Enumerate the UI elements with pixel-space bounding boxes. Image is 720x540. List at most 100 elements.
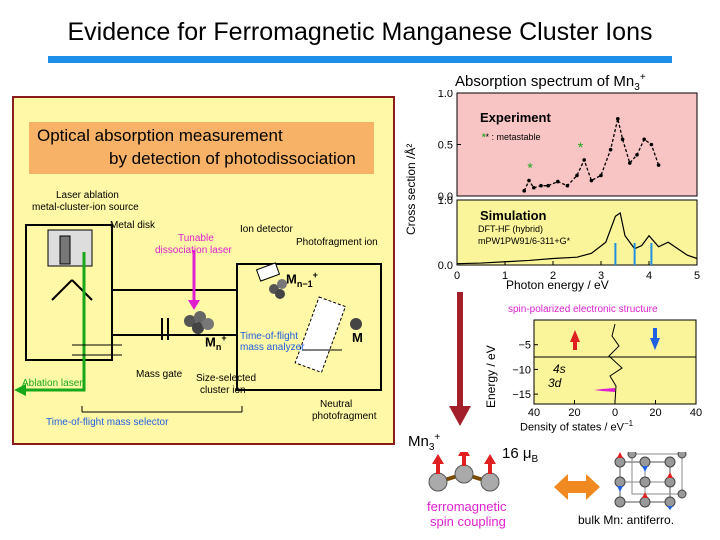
mn3-cluster-icon: [428, 452, 500, 492]
experiment-point: [565, 183, 570, 188]
experiment-point: [539, 183, 543, 188]
experiment-point: [522, 189, 526, 193]
label-tof-analyzer-2: mass analyzer: [240, 342, 305, 353]
3d-peak: [594, 388, 615, 392]
source-chamber: [25, 224, 113, 361]
spin-up-arrow-icon: [570, 330, 580, 342]
down-arrow-icon: [449, 292, 471, 426]
spin-down-arrow-icon: [650, 338, 660, 350]
label-ablation-laser: Ablation laser: [22, 378, 83, 389]
dos-xtick-label: 20: [568, 407, 580, 419]
bulk-lattice-icon: [614, 452, 687, 510]
experiment-point: [589, 178, 594, 183]
moment-label: 16 μB: [502, 445, 539, 465]
label-mn-minus-1: Mn−1+: [286, 270, 318, 289]
label-laser-ablation-2: metal-cluster-ion source: [32, 202, 139, 213]
label-metal-disk: Metal disk: [110, 220, 156, 231]
heading-line-2: by detection of photodissociation: [109, 149, 356, 168]
experiment-point: [532, 185, 536, 190]
label-ion-detector: Ion detector: [240, 224, 293, 235]
simulation-panel: [456, 199, 698, 266]
label-neutral-1: Neutral: [320, 399, 353, 410]
ion-detector: [255, 262, 281, 282]
dos-xlabel: Density of states / eV−1: [520, 419, 634, 434]
dos-xtick-label: 40: [690, 407, 702, 419]
label-size-selected-2: cluster ion: [200, 385, 246, 396]
spectrum-xtick-label: 3: [598, 270, 604, 282]
label-mn: Mn+: [205, 333, 227, 352]
dos-ytick-label: −15: [512, 389, 531, 401]
simulation-series-line: [456, 212, 698, 265]
dos-curve: [608, 323, 623, 403]
label-tof-selector: Time-of-flight mass selector: [46, 417, 169, 428]
experiment-label: Experiment: [480, 110, 551, 125]
spectrum-heading: Absorption spectrum of Mn3+: [455, 72, 646, 93]
ablation-laser-beam: [20, 252, 86, 392]
spectrum-xtick-label: 1: [502, 270, 508, 282]
experiment-point: [635, 153, 639, 157]
experiment-ytick-label: 0.5: [438, 140, 453, 152]
neutral-atom-icon: [350, 318, 362, 330]
detection-chamber: [236, 263, 382, 391]
experiment-point: [546, 183, 550, 188]
spectrum-ylabel-box: Cross section /Å²: [404, 120, 420, 235]
spectrum-xtick-label: 4: [646, 270, 652, 282]
method-line-1: DFT-HF (hybrid): [478, 224, 543, 234]
label-3d: 3d: [548, 376, 562, 390]
experiment-point: [599, 173, 603, 178]
double-arrow-icon: [554, 474, 600, 500]
mn3-label: Mn3+: [408, 432, 441, 453]
dos-ytick-label: −5: [518, 340, 531, 352]
label-tof-analyzer-1: Time-of-flight: [240, 331, 298, 342]
metastable-marker: *: [527, 160, 533, 176]
simulation-ytick-label: 0.0: [438, 260, 453, 272]
experiment-ytick-label: 1.0: [438, 90, 453, 100]
slide-title: Evidence for Ferromagnetic Manganese Clu…: [67, 18, 653, 46]
spectrum-xtick-label: 0: [454, 270, 460, 282]
label-tunable-2: dissociation laser: [155, 245, 232, 256]
method-line-2: mPW1PW91/6-311+G*: [478, 236, 571, 246]
label-neutral-2: photofragment: [312, 411, 377, 422]
experiment-point: [628, 161, 632, 165]
spectrum-xlabel: Photon energy / eV: [506, 278, 609, 292]
experiment-panel: [456, 92, 698, 197]
simulation-ytick-label: 1.0: [438, 195, 453, 207]
dos-xtick-label: 0: [612, 407, 618, 419]
fragment-ion-icon: [269, 279, 287, 299]
label-mass-gate: Mass gate: [136, 369, 183, 380]
heading-line-1: Optical absorption measurement: [37, 126, 283, 145]
apparatus-diagram: [14, 224, 382, 413]
experiment-point: [575, 173, 579, 178]
label-photofragment-ion: Photofragment ion: [296, 237, 378, 248]
label-size-selected-1: Size-selected: [196, 373, 257, 384]
simulation-label: Simulation: [480, 208, 547, 223]
spectrum-xtick-label: 2: [550, 270, 556, 282]
dos-xtick-label: 20: [649, 407, 661, 419]
tof-analyzer: [294, 296, 347, 374]
label-laser-ablation-1: Laser ablation: [56, 190, 119, 201]
experiment-point: [556, 179, 560, 184]
spectrum-xtick-label: 5: [694, 270, 700, 282]
metal-disk: [59, 235, 71, 265]
spectrum-ylabel: Cross section /Å²: [404, 143, 418, 235]
experiment-point: [656, 163, 661, 167]
experiment-point: [527, 178, 531, 183]
ferro-line-1: ferromagnetic: [427, 499, 507, 514]
label-4s: 4s: [553, 362, 566, 376]
apparatus-heading-box: Optical absorption measurement by detect…: [29, 122, 374, 174]
bulk-label: bulk Mn: antiferro.: [578, 513, 675, 527]
ferro-line-2: spin coupling: [430, 514, 506, 529]
metastable-note: ** : metastable: [482, 132, 541, 142]
label-m: M: [352, 330, 363, 345]
label-tunable-1: Tunable: [178, 233, 214, 244]
experiment-point: [649, 142, 654, 147]
experiment-point: [642, 137, 646, 142]
cluster-ion-icon: [184, 311, 214, 334]
metastable-marker: *: [578, 139, 584, 155]
experiment-point: [608, 147, 613, 152]
title-rule: [48, 56, 672, 63]
dos-xtick-label: 40: [528, 407, 540, 419]
dos-heading: spin-polarized electronic structure: [508, 304, 658, 315]
